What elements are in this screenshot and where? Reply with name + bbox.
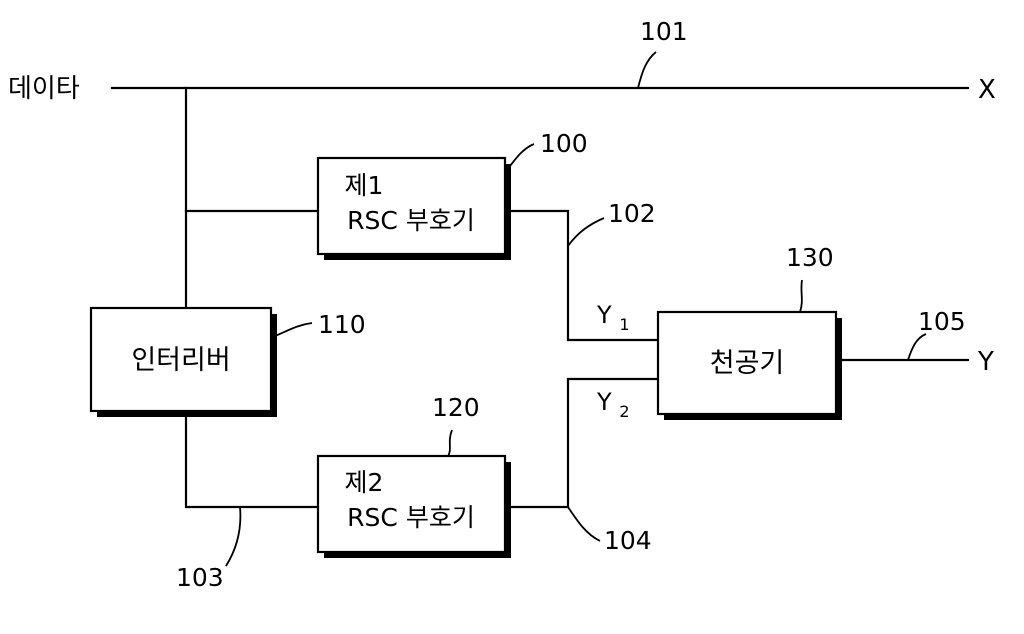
- encoder1-output-line: [505, 211, 658, 340]
- y1-main: Y: [596, 301, 612, 329]
- ref-103-leader: [226, 507, 240, 566]
- interleaver-output-line: [186, 418, 318, 507]
- ref-105-leader: [908, 334, 926, 360]
- y2-subscript: 2: [619, 402, 629, 421]
- encoder1-label-line1: 제1: [345, 171, 384, 200]
- ref-103: 103: [176, 563, 224, 592]
- encoder1-block: 제1 RSC 부호기: [318, 158, 511, 260]
- interleaver-block: 인터리버: [91, 308, 277, 417]
- ref-102: 102: [608, 199, 656, 228]
- y1-label: Y 1: [596, 301, 630, 334]
- ref-120: 120: [432, 393, 480, 422]
- puncturer-block: 천공기: [658, 312, 842, 420]
- y2-main: Y: [596, 388, 612, 416]
- ref-104-leader: [568, 507, 600, 541]
- y1-subscript: 1: [619, 315, 629, 334]
- puncturer-label: 천공기: [710, 348, 785, 379]
- ref-104: 104: [604, 526, 652, 555]
- y2-label: Y 2: [596, 388, 630, 421]
- interleaver-label: 인터리버: [131, 345, 230, 376]
- encoder2-output-line: [505, 379, 658, 507]
- ref-100: 100: [540, 129, 588, 158]
- output-y-label: Y: [977, 347, 994, 377]
- ref-102-leader: [568, 218, 604, 246]
- ref-105: 105: [918, 307, 966, 336]
- encoder2-label-line1: 제2: [345, 468, 384, 497]
- encoder1-label-line2: RSC 부호기: [347, 206, 475, 235]
- ref-101: 101: [640, 17, 688, 46]
- ref-130: 130: [786, 243, 834, 272]
- ref-120-leader: [447, 430, 452, 458]
- encoder2-label-line2: RSC 부호기: [347, 503, 475, 532]
- ref-101-leader: [638, 52, 656, 88]
- input-label: 데이타: [8, 74, 80, 104]
- ref-130-leader: [800, 280, 802, 312]
- ref-110: 110: [318, 310, 366, 339]
- output-x-label: X: [978, 75, 996, 105]
- encoder2-block: 제2 RSC 부호기: [318, 456, 511, 558]
